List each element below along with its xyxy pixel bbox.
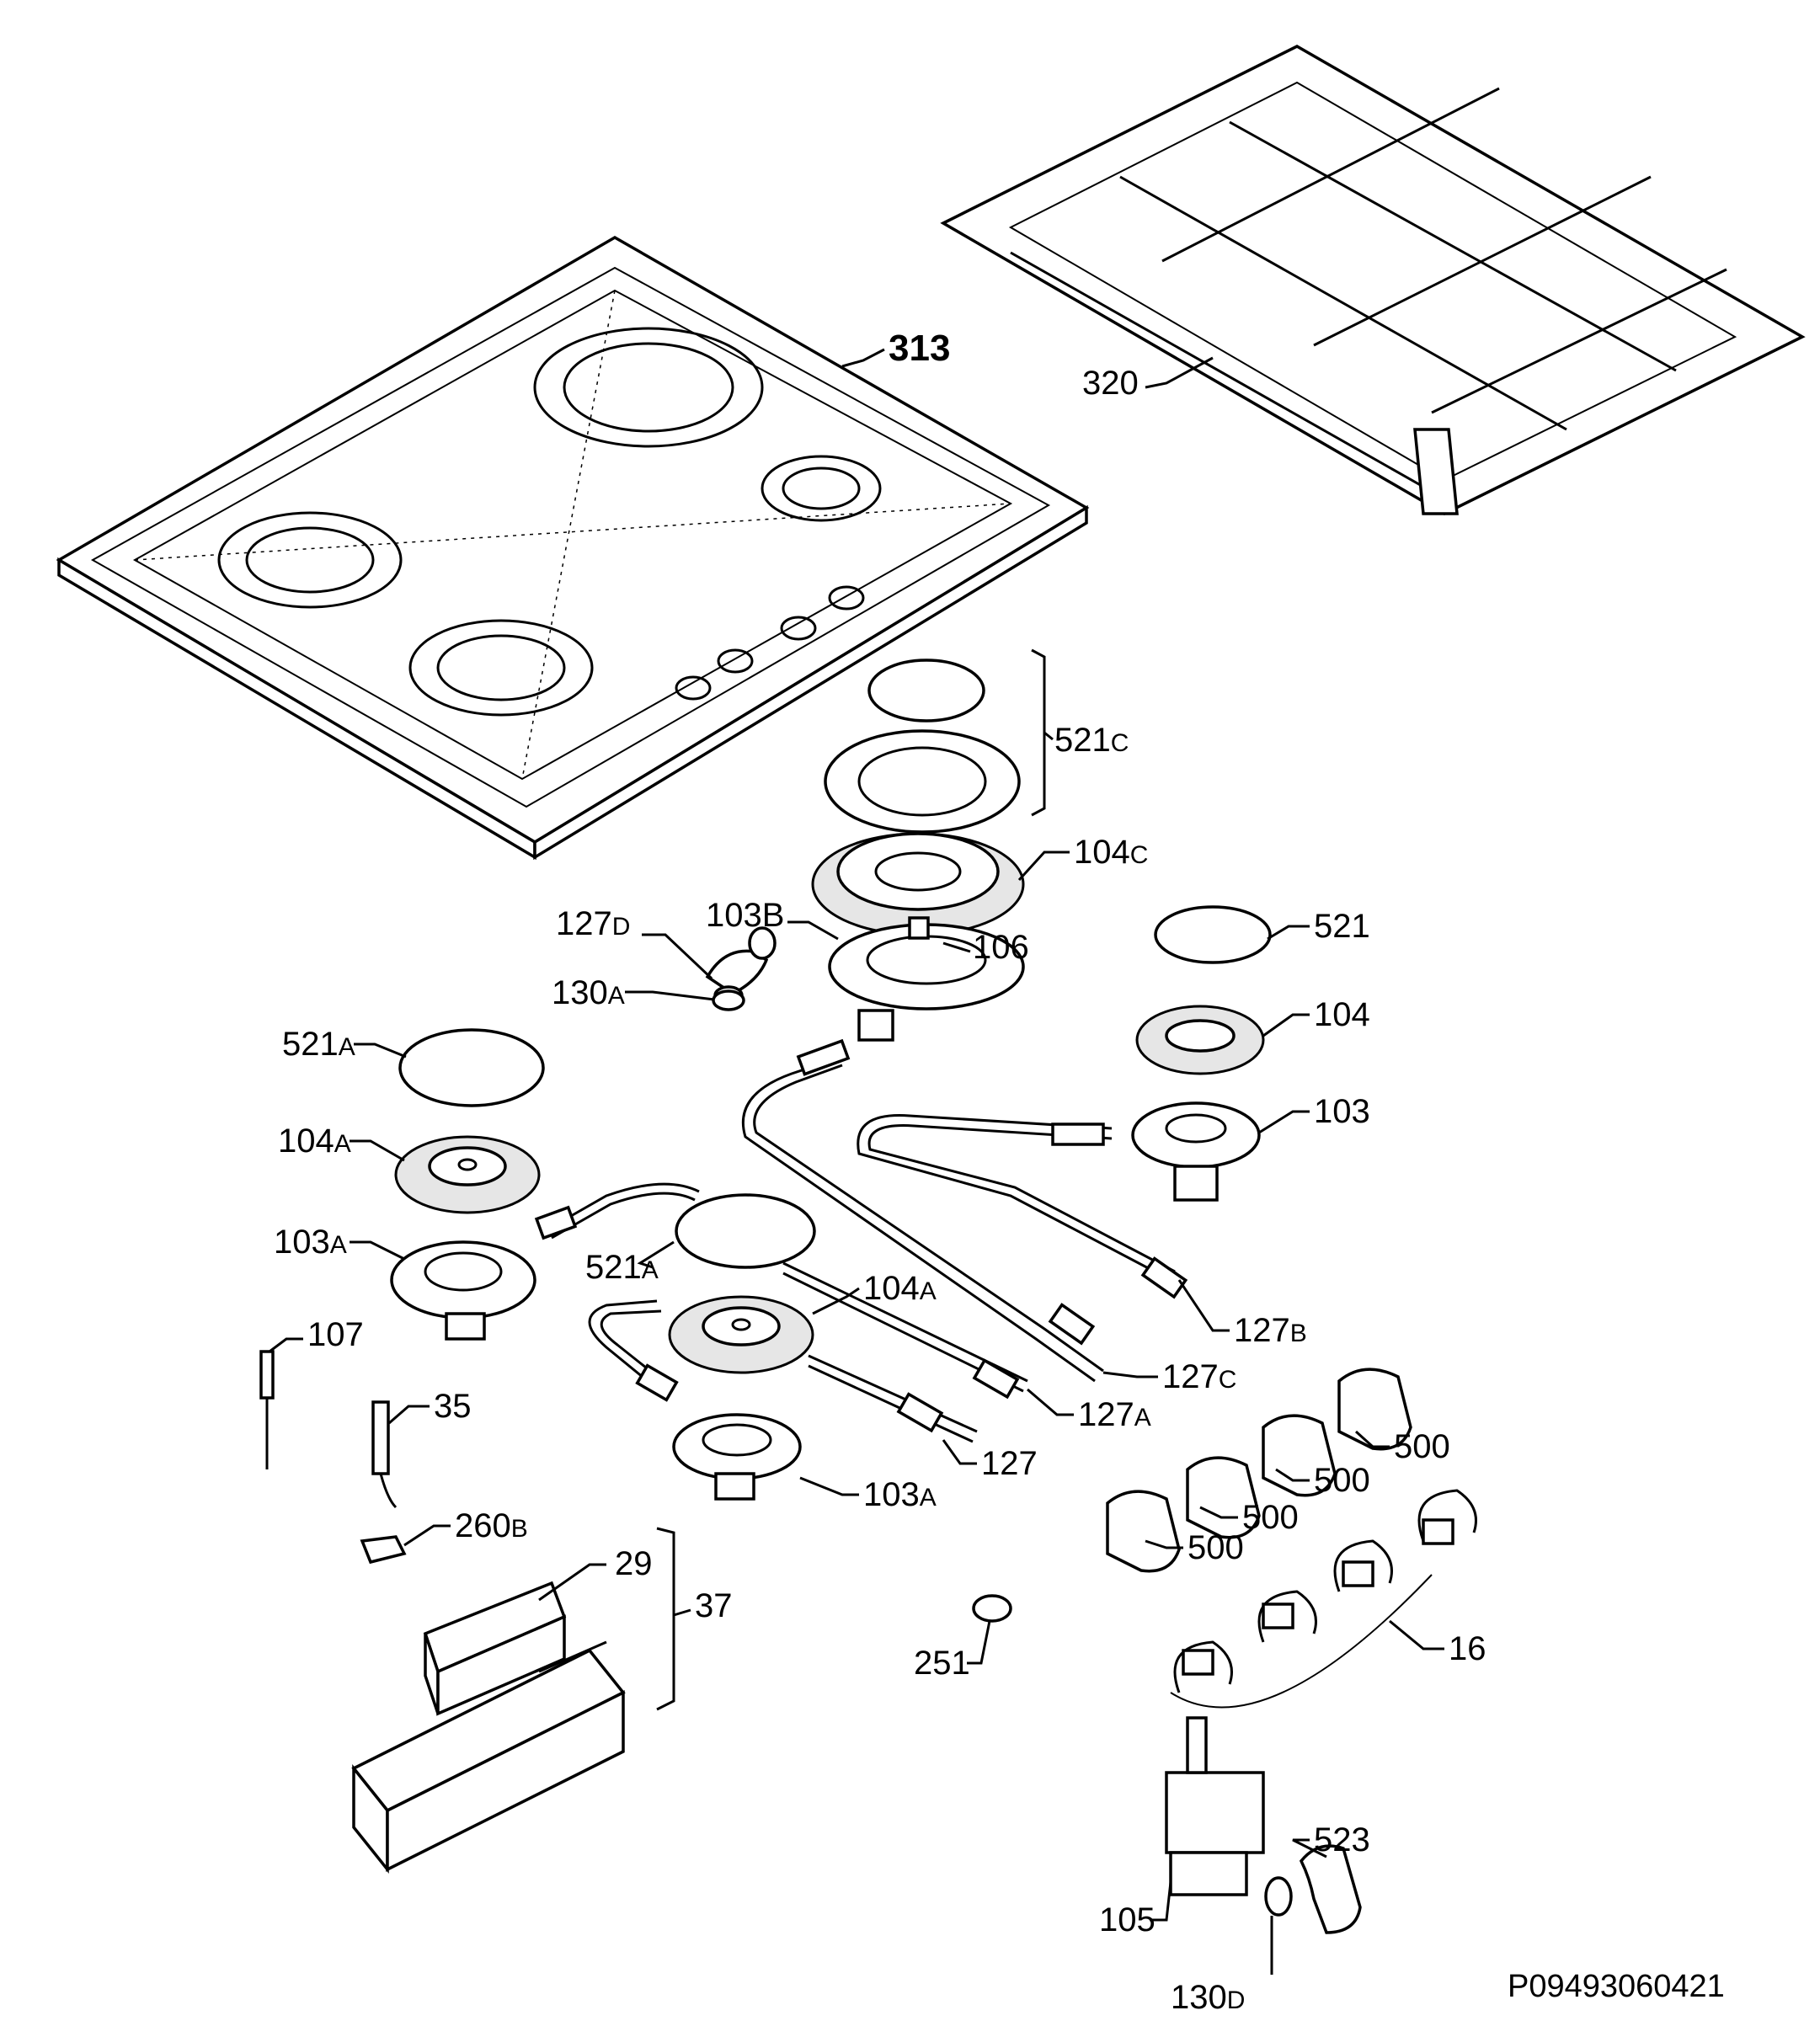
label-106: 106 xyxy=(973,929,1029,966)
label-104a-1: 104A xyxy=(278,1122,351,1160)
gas-pipes xyxy=(534,1038,1188,1443)
label-127d: 127D xyxy=(556,905,630,942)
label-104c: 104C xyxy=(1074,834,1148,871)
label-103a-2: 103A xyxy=(863,1476,937,1513)
washer-130a xyxy=(712,989,745,1011)
label-107: 107 xyxy=(307,1316,364,1353)
label-313: 313 xyxy=(889,328,950,369)
label-127c: 127C xyxy=(1162,1358,1236,1395)
ignition-generator-29 xyxy=(423,1581,567,1716)
label-105: 105 xyxy=(1099,1901,1156,1938)
label-260b: 260B xyxy=(455,1507,528,1544)
label-521c: 521C xyxy=(1054,722,1129,759)
clip-260b xyxy=(360,1535,407,1565)
label-521a-2: 521A xyxy=(585,1249,659,1286)
gas-valve-105 xyxy=(1165,1716,1265,1896)
cable-harness-16 xyxy=(1170,1489,1477,1709)
label-500-3: 500 xyxy=(1242,1499,1299,1536)
label-500-2: 500 xyxy=(1314,1462,1370,1499)
electrode-35 xyxy=(371,1400,398,1509)
label-127: 127 xyxy=(981,1445,1038,1482)
hob-top-313 xyxy=(56,235,1090,861)
thermocouple-107 xyxy=(259,1350,275,1469)
auxiliary-burner-assembly xyxy=(1131,905,1272,1202)
label-521: 521 xyxy=(1314,908,1370,945)
label-35: 35 xyxy=(434,1388,472,1425)
leader-lines xyxy=(269,348,1444,1975)
label-37: 37 xyxy=(695,1587,733,1624)
label-523: 523 xyxy=(1314,1821,1370,1858)
label-104a-2: 104A xyxy=(863,1270,937,1307)
label-104: 104 xyxy=(1314,996,1370,1033)
label-103a-1: 103A xyxy=(274,1224,347,1261)
label-16: 16 xyxy=(1449,1630,1486,1667)
label-127b: 127B xyxy=(1234,1312,1307,1349)
label-103b: 103B xyxy=(706,897,784,934)
label-29: 29 xyxy=(615,1545,653,1582)
label-320: 320 xyxy=(1082,365,1139,402)
label-251: 251 xyxy=(914,1645,970,1682)
label-103: 103 xyxy=(1314,1093,1370,1130)
label-500-1: 500 xyxy=(1394,1428,1450,1465)
pan-support-320 xyxy=(940,45,1806,515)
label-130d: 130D xyxy=(1171,1979,1245,2016)
label-521a-1: 521A xyxy=(282,1026,355,1063)
label-130a: 130A xyxy=(552,974,625,1011)
clip-523 xyxy=(1299,1844,1362,1934)
washer-130d xyxy=(1264,1876,1293,1917)
control-knobs-500 xyxy=(1106,1368,1412,1573)
document-code: P09493060421 xyxy=(1508,1969,1725,2004)
ring-251 xyxy=(972,1594,1012,1623)
label-127a: 127A xyxy=(1078,1396,1151,1433)
part-labels: 313 320 521C 104C 127D 103B 106 130A 521… xyxy=(274,328,1486,2016)
label-500-4: 500 xyxy=(1188,1529,1244,1566)
center-burner-assembly xyxy=(668,1193,816,1501)
ignition-generator-37 xyxy=(351,1527,691,1874)
rapid-burner-assembly xyxy=(811,648,1054,1042)
left-burner-assembly xyxy=(390,1028,545,1341)
